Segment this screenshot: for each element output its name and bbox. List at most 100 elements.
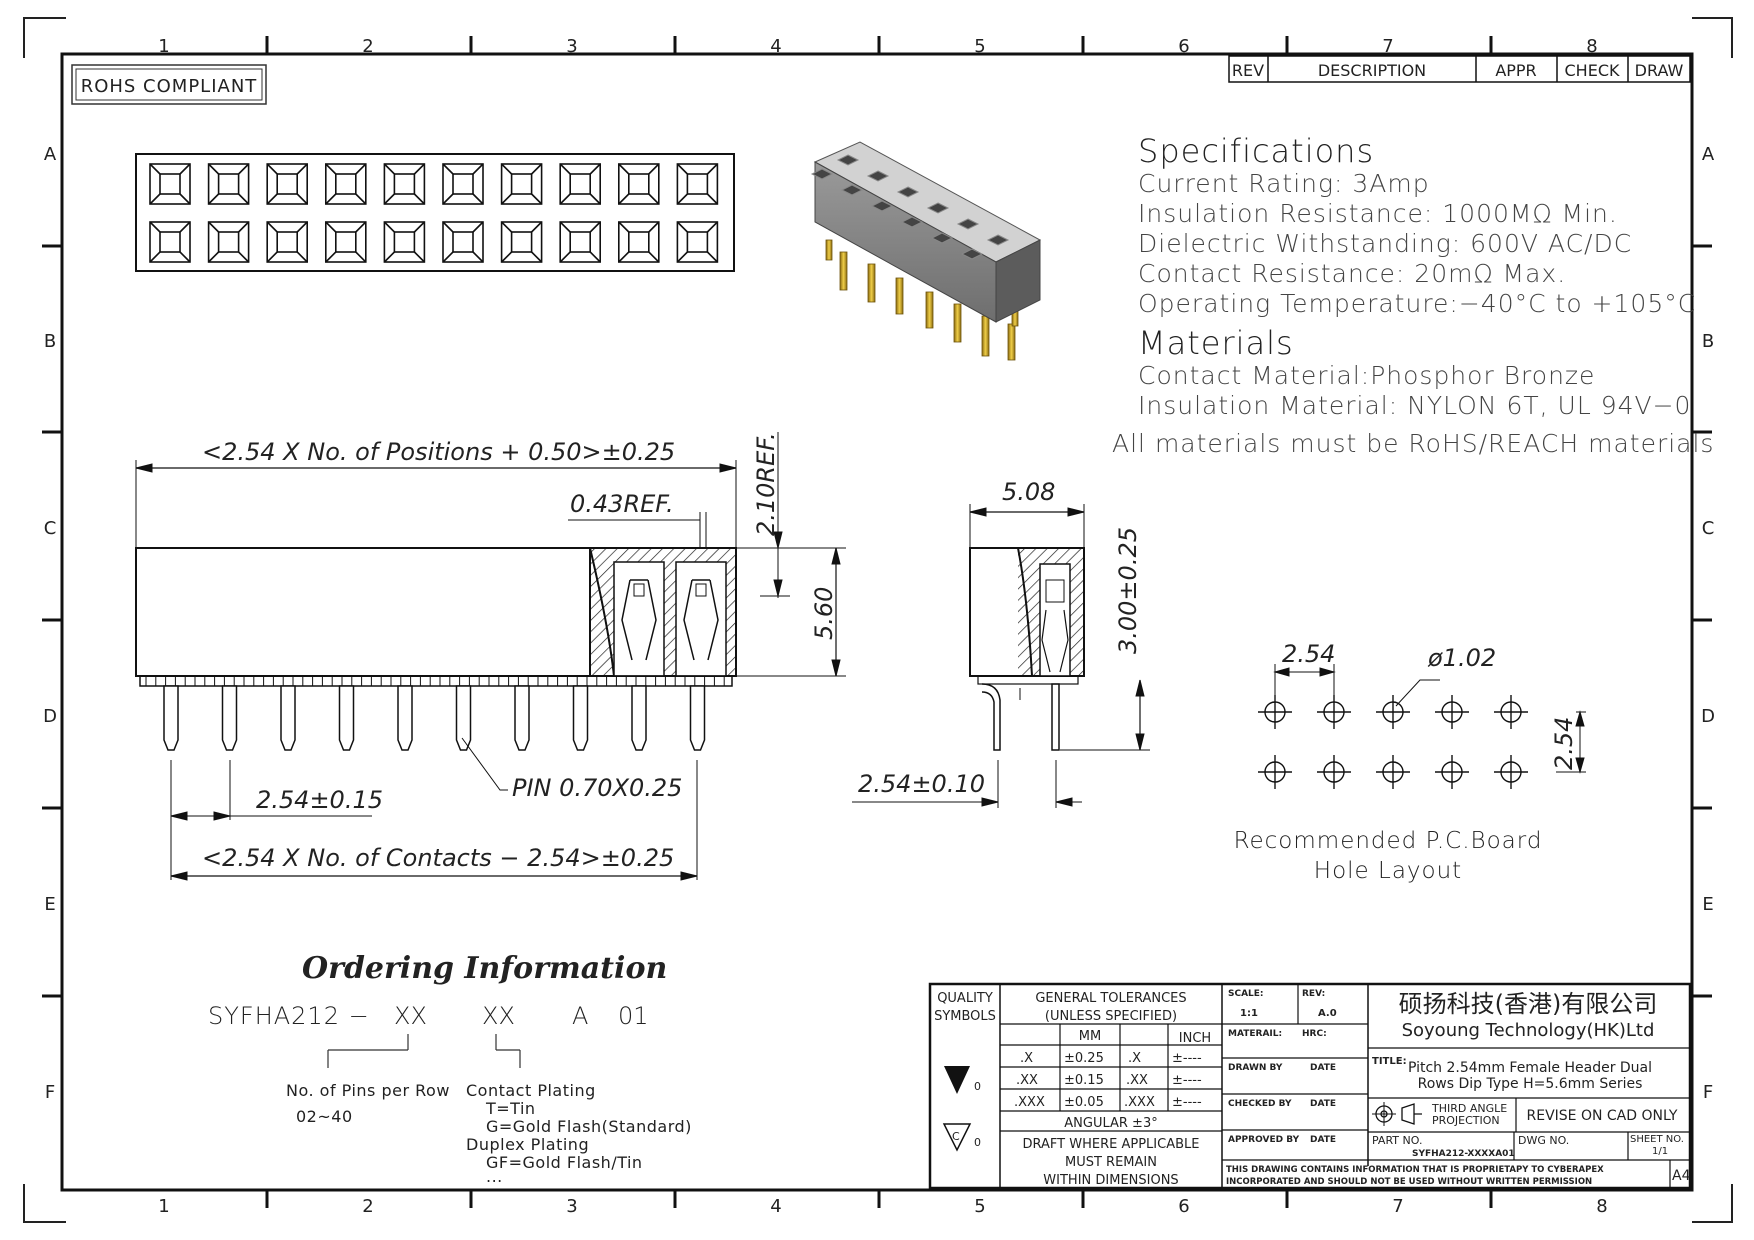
grid-row-b: B <box>44 331 56 352</box>
dim-560: 5.60 <box>810 587 838 640</box>
proprietary-line-2: INCORPORATED AND SHOULD NOT BE USED WITH… <box>1226 1177 1592 1187</box>
tol-r3-c1: .XXX <box>1014 1095 1045 1110</box>
iso-hole <box>870 200 894 212</box>
top-view-cell <box>559 163 602 205</box>
tol-r1-c2: ±0.25 <box>1064 1051 1104 1066</box>
side-view <box>852 504 1150 808</box>
iso-hole <box>960 248 984 260</box>
pcb-hole-diameter: ø1.02 <box>1427 644 1496 672</box>
grid-col-6-bottom: 6 <box>1178 1196 1189 1217</box>
sym-val-2: 0 <box>974 1136 981 1149</box>
ordering-more: ... <box>486 1167 503 1186</box>
top-view-cell <box>207 221 250 263</box>
grid-row-b-right: B <box>1702 331 1714 352</box>
grid-row-a: A <box>44 144 57 165</box>
grid-col-8-bottom: 8 <box>1596 1196 1607 1217</box>
ordering-code-type: A <box>572 1002 588 1030</box>
dim-300: 3.00±0.25 <box>1114 527 1142 654</box>
pcb-caption-line-1: Recommended P.C.Board <box>1234 828 1543 854</box>
grid-row-a-right: A <box>1702 144 1715 165</box>
grid-row-e-right: E <box>1702 894 1713 915</box>
hrc-label: HRC: <box>1302 1029 1327 1039</box>
top-view-cell <box>149 221 191 263</box>
rev-value: A.0 <box>1318 1008 1337 1019</box>
pcb-hole <box>1435 755 1469 789</box>
tol-r2-c3: .XX <box>1126 1073 1148 1088</box>
grid-row-e: E <box>44 894 55 915</box>
ordering-code-plating: XX <box>482 1002 515 1030</box>
front-pin <box>572 685 589 751</box>
dim-row-pitch: 2.54±0.10 <box>858 770 985 798</box>
grid-col-7-bottom: 7 <box>1392 1196 1403 1217</box>
part-no-label: PART NO. <box>1372 1134 1422 1147</box>
spec-line-2: Insulation Resistance: 1000MΩ Min. <box>1138 199 1618 228</box>
dim-pitch: 2.54±0.15 <box>256 786 383 814</box>
top-view-cell <box>617 221 660 263</box>
grid-col-7: 7 <box>1382 36 1393 57</box>
front-pin <box>455 685 472 751</box>
top-view-cell <box>442 163 484 205</box>
tol-r1-c3: .X <box>1128 1051 1141 1066</box>
tol-inch-header: INCH <box>1179 1031 1211 1046</box>
dim-contacts-length: <2.54 X No. of Contacts − 2.54>±0.25 <box>202 844 674 872</box>
dim-043-ref: 0.43REF. <box>570 490 674 518</box>
general-tolerances: GENERAL TOLERANCES <box>1035 991 1186 1006</box>
ordering-code-pins: XX <box>394 1002 427 1030</box>
iso-hole <box>836 154 860 166</box>
spec-line-1: Current Rating: 3Amp <box>1138 169 1430 198</box>
grid-col-5: 5 <box>974 36 985 57</box>
top-view-cell <box>266 163 309 205</box>
iso-hole <box>986 234 1010 246</box>
material-label: MATERAIL: <box>1228 1029 1282 1039</box>
revision-table <box>1228 55 1691 83</box>
draft-line-1: DRAFT WHERE APPLICABLE <box>1023 1137 1200 1152</box>
top-view-cell <box>324 163 367 205</box>
pcb-caption-line-2: Hole Layout <box>1314 858 1462 884</box>
angular-tolerance: ANGULAR ±3° <box>1064 1116 1157 1131</box>
front-pin <box>221 685 238 751</box>
rev-header: REV <box>1232 61 1264 80</box>
grid-row-f: F <box>45 1082 55 1103</box>
ordering-information: Ordering Information SYFHA212 − XX XX A … <box>208 951 691 1186</box>
spec-line-5: Operating Temperature:−40°C to +105°C <box>1138 289 1696 318</box>
draw-header: DRAW <box>1635 61 1684 80</box>
grid-col-4: 4 <box>770 36 781 57</box>
grid-col-4-bottom: 4 <box>770 1196 781 1217</box>
material-line-2: Insulation Material: NYLON 6T, UL 94V−0 <box>1138 391 1691 420</box>
sym-c: C <box>952 1130 960 1143</box>
pcb-hole <box>1258 695 1292 729</box>
scale-value: 1:1 <box>1240 1008 1258 1019</box>
dim-508: 5.08 <box>1002 478 1055 506</box>
grid-row-d: D <box>43 706 57 727</box>
top-view-cell <box>676 221 719 263</box>
top-view-cell <box>266 221 309 263</box>
crop-marks <box>23 17 1733 1223</box>
title-block <box>928 982 1692 1190</box>
sheet-no-value: 1/1 <box>1652 1146 1668 1157</box>
grid-row-d-right: D <box>1701 706 1715 727</box>
pcb-holes <box>1258 695 1528 789</box>
sheet-size: A4 <box>1672 1168 1691 1184</box>
draft-line-3: WITHIN DIMENSIONS <box>1043 1173 1178 1188</box>
grid-row-f-right: F <box>1703 1082 1713 1103</box>
company-name-cn: 硕扬科技(香港)有限公司 <box>1399 990 1658 1018</box>
pcb-hole <box>1494 755 1528 789</box>
pcb-hole <box>1376 695 1410 729</box>
ordering-pins-label: No. of Pins per Row <box>286 1081 450 1100</box>
ordering-pins-range: 02~40 <box>296 1107 353 1126</box>
top-view-cell <box>500 221 543 263</box>
ordering-code-suffix: 01 <box>618 1002 649 1030</box>
checked-date-label: DATE <box>1310 1099 1336 1109</box>
quality-symbols-line-1: QUALITY <box>937 991 993 1006</box>
drawing-frame <box>60 52 1694 1192</box>
tol-r3-c4: ±---- <box>1172 1095 1202 1110</box>
spec-line-3: Dielectric Withstanding: 600V AC/DC <box>1138 229 1632 258</box>
drawing-title-line-2: Rows Dip Type H=5.6mm Series <box>1418 1076 1643 1092</box>
specifications-heading: Specifications <box>1138 132 1374 170</box>
front-pin <box>689 685 706 751</box>
top-view-cell <box>383 221 426 263</box>
top-view-cell <box>617 163 660 205</box>
projection-line-2: PROJECTION <box>1432 1114 1500 1127</box>
grid-col-2: 2 <box>362 36 373 57</box>
connector-3d-render <box>810 141 1042 361</box>
